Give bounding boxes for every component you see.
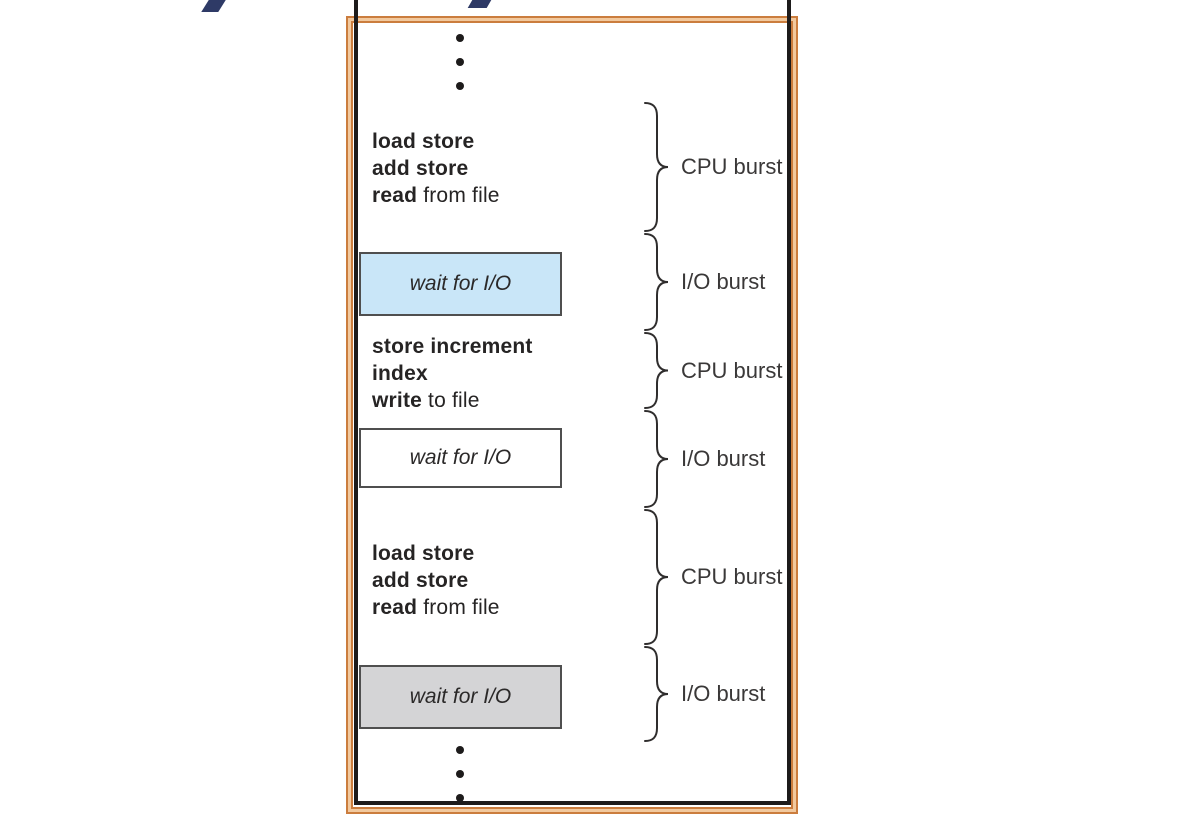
brace xyxy=(644,102,669,232)
cpu-instructions-block-2: store increment index write to file xyxy=(372,333,533,414)
wait-io-box-gray: wait for I/O xyxy=(359,665,562,729)
instruction-text: from file xyxy=(417,184,500,207)
instruction-text: add store xyxy=(372,569,469,592)
instruction-text: read xyxy=(372,184,418,207)
instruction-text: store increment xyxy=(372,335,533,358)
instruction-text: index xyxy=(372,362,428,385)
wait-io-label: wait for I/O xyxy=(409,446,512,469)
instruction-text: add store xyxy=(372,157,469,180)
wait-io-label: wait for I/O xyxy=(409,272,512,295)
ellipsis-dot xyxy=(456,58,464,66)
code-line: read from file xyxy=(372,594,500,621)
instruction-text: load store xyxy=(372,130,475,153)
code-line: load store xyxy=(372,540,500,567)
code-line: add store xyxy=(372,155,500,182)
code-line: load store xyxy=(372,128,500,155)
code-line: store increment xyxy=(372,333,533,360)
instruction-text: write xyxy=(372,389,423,412)
code-line: add store xyxy=(372,567,500,594)
wait-io-box-white: wait for I/O xyxy=(359,428,562,488)
instruction-text: to file xyxy=(422,389,480,412)
top-ellipsis xyxy=(456,34,464,90)
wait-io-box-blue: wait for I/O xyxy=(359,252,562,316)
title-fragment-right xyxy=(467,0,492,8)
wait-io-label: wait for I/O xyxy=(409,685,512,708)
brace xyxy=(644,332,669,409)
cpu-instructions-block-3: load store add store read from file xyxy=(372,540,500,621)
code-line: read from file xyxy=(372,182,500,209)
ellipsis-dot xyxy=(456,746,464,754)
ellipsis-dot xyxy=(456,34,464,42)
code-line: index xyxy=(372,360,533,387)
instruction-text: load store xyxy=(372,542,475,565)
instruction-text: from file xyxy=(417,596,500,619)
ellipsis-dot xyxy=(456,82,464,90)
brace xyxy=(644,646,669,742)
instruction-text: read xyxy=(372,596,418,619)
bottom-ellipsis xyxy=(456,746,464,802)
cpu-instructions-block-1: load store add store read from file xyxy=(372,128,500,209)
title-fragment-left xyxy=(201,0,226,12)
brace xyxy=(644,509,669,645)
brace xyxy=(644,410,669,508)
ellipsis-dot xyxy=(456,770,464,778)
ellipsis-dot xyxy=(456,794,464,802)
brace-column xyxy=(644,102,669,742)
code-line: write to file xyxy=(372,387,533,414)
brace xyxy=(644,233,669,331)
